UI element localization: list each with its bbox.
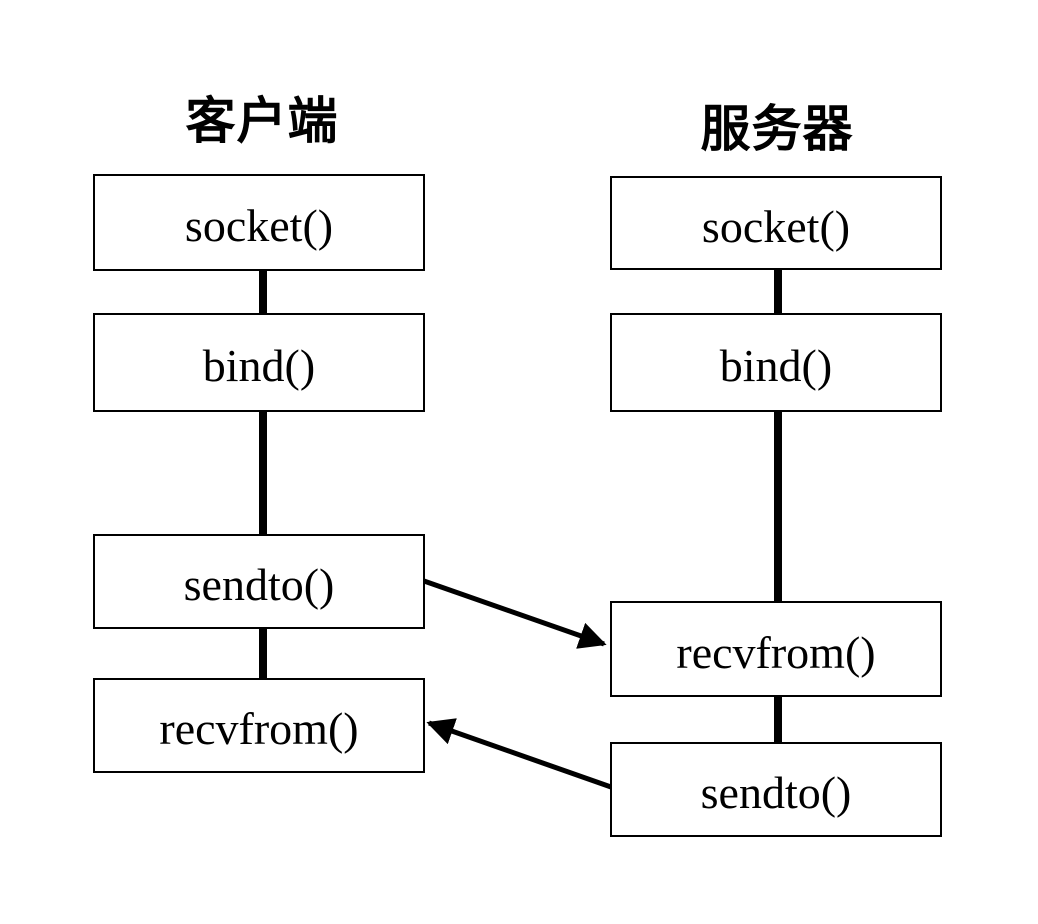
arrow-server-sendto-to-client-recvfrom <box>426 718 612 790</box>
client-bind-box: bind() <box>93 313 425 412</box>
server-bind-box: bind() <box>610 313 942 412</box>
client-recvfrom-box: recvfrom() <box>93 678 425 773</box>
server-column-title: 服务器 <box>700 100 854 158</box>
server-recvfrom-box: recvfrom() <box>610 601 942 697</box>
client-socket-box: socket() <box>93 174 425 271</box>
client-column-title: 客户端 <box>185 92 339 150</box>
server-sendto-box: sendto() <box>610 742 942 837</box>
arrow-client-sendto-to-server-recvfrom <box>423 578 607 649</box>
client-sendto-box: sendto() <box>93 534 425 629</box>
server-socket-box: socket() <box>610 176 942 270</box>
